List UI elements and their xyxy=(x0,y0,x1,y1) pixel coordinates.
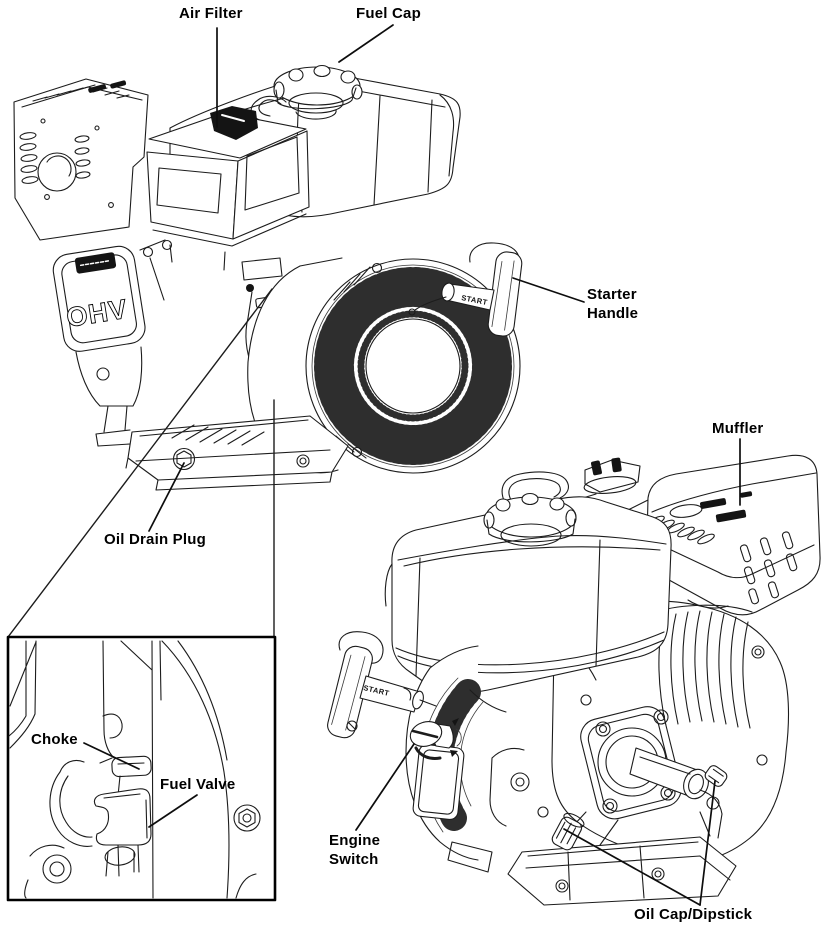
label-starter-handle: Starter Handle xyxy=(587,286,639,323)
air-filter-drawing xyxy=(146,106,310,271)
fuel-valve-lever-drawing xyxy=(93,788,152,846)
inset-box xyxy=(6,635,277,902)
leader-fuel-cap xyxy=(338,24,394,63)
fan-shroud-drawing xyxy=(405,645,493,873)
label-choke: Choke xyxy=(31,731,78,748)
label-muffler: Muffler xyxy=(712,420,764,437)
rear-view-muffler-drawing xyxy=(646,454,821,616)
lower-bracket-sketch xyxy=(469,689,549,827)
oil-cap-dipstick-drawing xyxy=(551,812,585,851)
leader-lines xyxy=(83,24,741,906)
pto-flange-drawing xyxy=(580,706,728,839)
leader-oil-cap-right xyxy=(699,780,716,906)
leader-fuel-valve xyxy=(148,794,198,828)
fuel-cap-drawing xyxy=(273,64,363,120)
cylinder-head-sketch xyxy=(75,239,173,433)
ohv-valve-cover-drawing: OHV xyxy=(52,245,146,352)
leader-choke xyxy=(83,742,140,770)
engine-front-view: OHV xyxy=(13,64,523,491)
engine-switch-drawing xyxy=(409,718,462,760)
leader-oil-drain-plug xyxy=(148,462,185,532)
rear-view-base-drawing xyxy=(507,811,737,906)
label-oil-cap-dipstick: Oil Cap/Dipstick xyxy=(634,906,753,923)
leader-engine-switch xyxy=(355,743,415,831)
engine-base-drawing xyxy=(95,415,349,491)
front-view-muffler-drawing xyxy=(13,78,149,241)
rear-view-starter-handle-drawing: START xyxy=(327,631,437,739)
leader-starter-handle xyxy=(512,277,585,303)
label-engine-switch: Engine Switch xyxy=(329,832,381,869)
leader-oil-cap-left xyxy=(563,828,701,906)
label-fuel-valve: Fuel Valve xyxy=(160,776,236,793)
rear-view-fuel-cap-drawing xyxy=(483,471,577,547)
front-view-starter-handle-drawing: START xyxy=(408,242,523,337)
label-air-filter: Air Filter xyxy=(179,5,243,22)
engine-rear-view: START xyxy=(327,454,821,906)
label-fuel-cap: Fuel Cap xyxy=(356,5,421,22)
inset-projection-lines xyxy=(7,288,275,638)
inset-detail-drawing xyxy=(8,640,261,899)
label-oil-drain-plug: Oil Drain Plug xyxy=(104,531,206,548)
rear-oil-cap-drawing xyxy=(704,765,728,787)
